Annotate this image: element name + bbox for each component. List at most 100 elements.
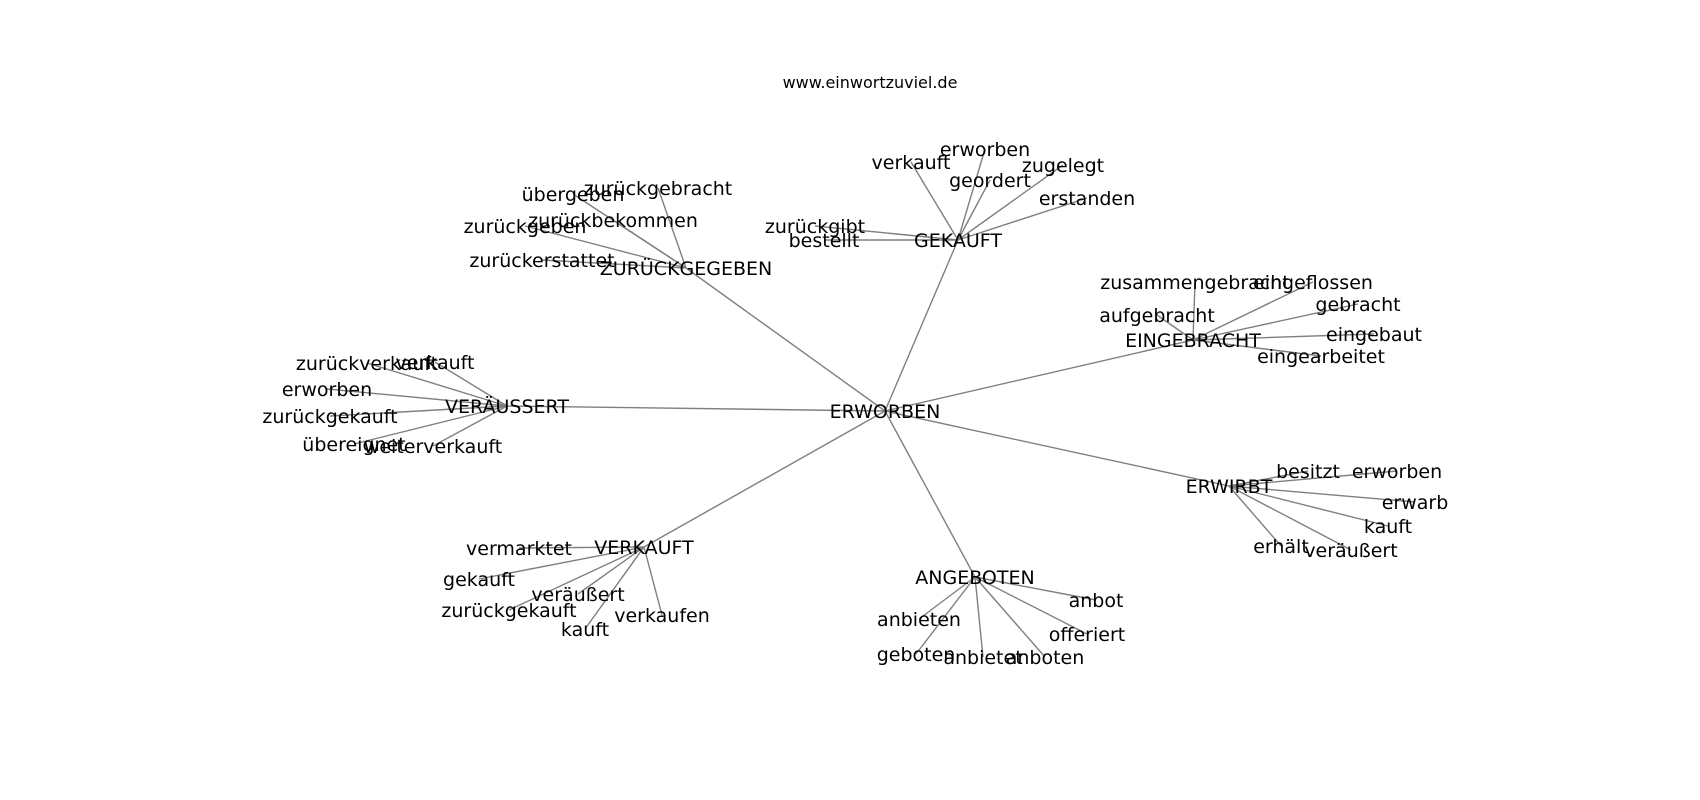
leaf-node-eingebracht-zusammengebracht: zusammengebracht xyxy=(1100,272,1290,294)
leaf-node-angeboten-anboten: anboten xyxy=(1006,647,1085,669)
leaf-node-angeboten-anbietet: anbietet xyxy=(943,647,1022,669)
edge-layer xyxy=(326,148,1416,658)
leaf-node-verkauft-verkaufen: verkaufen xyxy=(614,605,710,627)
edge-angeboten-anbot xyxy=(974,576,1097,601)
edge-eingebracht-eingeflossen xyxy=(1192,281,1314,341)
leaf-node-eingebracht-eingearbeitet: eingearbeitet xyxy=(1257,346,1385,368)
leaf-node-verkauft-veraeussert: veräußert xyxy=(531,584,624,606)
hub-node-erwirbt: ERWIRBT xyxy=(1186,476,1273,498)
leaf-node-gekauft-erstanden: erstanden xyxy=(1039,188,1135,210)
hub-node-verkauft: VERKAUFT xyxy=(594,537,694,559)
leaf-node-veraeussert-uebereignet: übereignet xyxy=(302,434,405,456)
site-title: www.einwortzuviel.de xyxy=(783,73,958,92)
leaf-node-gekauft-zugelegt: zugelegt xyxy=(1022,155,1104,177)
edge-gekauft-erworben xyxy=(957,148,986,241)
leaf-node-zurueckgegeben-zurueckgebracht: zurückgebracht xyxy=(584,178,733,200)
edge-veraeussert-erworben xyxy=(326,388,508,407)
edge-zurueckgegeben-zurueckerstattet xyxy=(541,259,687,269)
edge-verkauft-veraeussert xyxy=(577,546,645,595)
edge-angeboten-offeriert xyxy=(974,576,1088,635)
edge-root-zurueckgegeben xyxy=(685,267,886,412)
leaf-node-erwirbt-veraeussert: veräußert xyxy=(1304,540,1397,562)
leaf-node-verkauft-vermarktet: vermarktet xyxy=(466,538,572,560)
leaf-node-eingebracht-aufgebracht: aufgebracht xyxy=(1099,305,1215,327)
edge-gekauft-zurueckgibt xyxy=(814,225,959,241)
edge-angeboten-geboten xyxy=(915,576,976,655)
leaf-node-erwirbt-erwarb: erwarb xyxy=(1382,492,1449,514)
edge-angeboten-anboten xyxy=(974,576,1046,658)
edge-gekauft-verkauft xyxy=(910,161,959,241)
leaf-node-zurueckgegeben-zurueckgeben: zurückgeben xyxy=(464,216,587,238)
leaf-node-angeboten-geboten: geboten xyxy=(877,644,956,666)
leaf-node-eingebracht-eingebaut: eingebaut xyxy=(1326,324,1422,346)
edge-veraeussert-weiterverkauft xyxy=(432,405,508,447)
leaf-node-erwirbt-kauft: kauft xyxy=(1364,516,1412,538)
edge-veraeussert-uebereignet xyxy=(353,405,508,445)
leaf-node-angeboten-anbieten: anbieten xyxy=(877,609,961,631)
edge-verkauft-verkaufen xyxy=(643,546,663,616)
edge-gekauft-geordert xyxy=(957,179,991,241)
edge-angeboten-anbietet xyxy=(974,576,984,658)
edge-gekauft-zugelegt xyxy=(957,164,1064,241)
edge-gekauft-erstanden xyxy=(957,197,1088,241)
leaf-node-verkauft-gekauft: gekauft xyxy=(443,569,515,591)
leaf-node-veraeussert-weiterverkauft: weiterverkauft xyxy=(364,436,502,458)
label-layer: ERWORBENGEKAUFTverkaufterworbengeordertz… xyxy=(262,139,1448,669)
edge-eingebracht-eingearbeitet xyxy=(1192,339,1322,357)
leaf-node-gekauft-zurueckgibt: zurückgibt xyxy=(765,216,865,238)
edge-eingebracht-aufgebracht xyxy=(1156,314,1194,341)
hub-node-angeboten: ANGEBOTEN xyxy=(915,567,1034,589)
edge-root-verkauft xyxy=(643,410,886,548)
edge-veraeussert-zurueckverkauft xyxy=(366,362,508,407)
edge-erwirbt-erwarb xyxy=(1228,485,1416,503)
edge-root-veraeussert xyxy=(506,405,886,412)
edge-zurueckgegeben-zurueckgebracht xyxy=(657,187,687,269)
hub-node-veraeussert: VERÄUSSERT xyxy=(445,395,569,418)
leaf-node-angeboten-anbot: anbot xyxy=(1069,590,1124,612)
edge-eingebracht-zusammengebracht xyxy=(1192,281,1196,341)
leaf-node-erwirbt-erworben: erworben xyxy=(1352,461,1442,483)
leaf-node-veraeussert-verkauft: verkauft xyxy=(396,352,475,374)
edge-root-angeboten xyxy=(884,410,976,578)
edge-erwirbt-besitzt xyxy=(1228,470,1309,487)
edge-veraeussert-zurueckgekauft xyxy=(329,405,508,417)
edge-erwirbt-erhaelt xyxy=(1228,485,1282,547)
leaf-node-erwirbt-erhaelt: erhält xyxy=(1253,536,1309,558)
edge-verkauft-vermarktet xyxy=(518,546,645,549)
hub-node-zurueckgegeben: ZURÜCKGEGEBEN xyxy=(600,257,772,280)
leaf-node-veraeussert-erworben: erworben xyxy=(282,379,372,401)
edge-verkauft-gekauft xyxy=(478,546,645,580)
hub-node-eingebracht: EINGEBRACHT xyxy=(1125,330,1261,352)
edge-eingebracht-gebracht xyxy=(1192,303,1359,341)
edge-eingebracht-eingebaut xyxy=(1192,333,1375,341)
edge-erwirbt-veraeussert xyxy=(1228,485,1352,551)
edge-veraeussert-verkauft xyxy=(434,361,508,407)
leaf-node-erwirbt-besitzt: besitzt xyxy=(1276,461,1340,483)
leaf-node-veraeussert-zurueckverkauft: zurückverkauft xyxy=(296,353,438,375)
hub-node-gekauft: GEKAUFT xyxy=(914,230,1002,252)
edge-verkauft-kauft xyxy=(584,546,645,630)
leaf-node-zurueckgegeben-uebergeben: übergeben xyxy=(522,184,625,206)
leaf-node-zurueckgegeben-zurueckerstattet: zurückerstattet xyxy=(469,250,614,272)
edge-erwirbt-kauft xyxy=(1228,485,1389,527)
edge-verkauft-zurueckgekauft xyxy=(508,546,645,611)
edge-angeboten-anbieten xyxy=(918,576,976,620)
edge-zurueckgegeben-zurueckbekommen xyxy=(612,219,687,269)
leaf-node-zurueckgegeben-zurueckbekommen: zurückbekommen xyxy=(528,210,698,232)
edge-zurueckgegeben-zurueckgeben xyxy=(524,225,687,269)
leaf-node-gekauft-verkauft: verkauft xyxy=(872,152,951,174)
leaf-node-gekauft-geordert: geordert xyxy=(949,170,1031,192)
root-node-erworben: ERWORBEN xyxy=(830,401,941,423)
edge-root-erwirbt xyxy=(884,410,1230,487)
edge-erwirbt-erworben xyxy=(1228,470,1398,487)
leaf-node-veraeussert-zurueckgekauft: zurückgekauft xyxy=(262,406,397,428)
leaf-node-verkauft-zurueckgekauft: zurückgekauft xyxy=(441,600,576,622)
leaf-node-angeboten-offeriert: offeriert xyxy=(1049,624,1125,646)
edge-root-eingebracht xyxy=(884,339,1194,412)
leaf-node-eingebracht-eingeflossen: eingeflossen xyxy=(1253,272,1373,294)
leaf-node-eingebracht-gebracht: gebracht xyxy=(1315,294,1400,316)
leaf-node-gekauft-bestellt: bestellt xyxy=(789,230,860,252)
edge-root-gekauft xyxy=(884,239,959,412)
leaf-node-verkauft-kauft: kauft xyxy=(561,619,609,641)
